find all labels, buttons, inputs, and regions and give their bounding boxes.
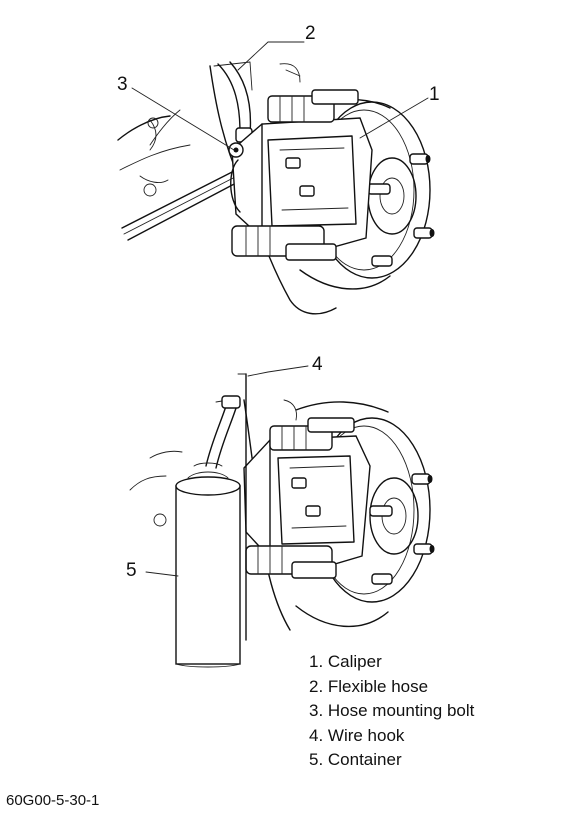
legend-item-flexible-hose: 2. Flexible hose (309, 676, 429, 696)
lower-wheel-studs (369, 473, 435, 585)
legend-item-hose-mounting-bolt: 3. Hose mounting bolt (309, 701, 475, 720)
callout-hose-mounting-bolt: 3 (117, 74, 128, 95)
lower-flexible-hose (205, 395, 241, 469)
parts-legend: 1. Caliper 2. Flexible hose 3. Hose moun… (309, 650, 474, 773)
upper-brake-line (121, 167, 241, 241)
upper-hose-mounting-bolt (228, 142, 244, 158)
lower-caliper-pins (245, 417, 355, 579)
callout-flexible-hose: 2 (305, 23, 316, 44)
legend-item-container: 5. Container (309, 750, 402, 769)
upper-leader-lines (131, 41, 429, 151)
upper-caliper-view (117, 41, 435, 315)
figure-code: 60G00-5-30-1 (6, 792, 100, 809)
lower-wire-hook (237, 373, 247, 641)
lower-leader-lines (145, 365, 309, 577)
upper-caliper-body (230, 117, 373, 249)
callout-wire-hook: 4 (312, 354, 323, 375)
upper-wheel-studs (367, 153, 435, 267)
upper-caliper-pins (231, 89, 359, 261)
lower-container (175, 462, 241, 668)
lower-caliper-view (129, 365, 435, 668)
callout-container: 5 (126, 560, 137, 581)
lower-caliper-body (243, 435, 371, 567)
legend-item-caliper: 1. Caliper (309, 652, 382, 671)
legend-item-wire-hook: 4. Wire hook (309, 725, 405, 745)
callout-caliper: 1 (429, 84, 440, 105)
